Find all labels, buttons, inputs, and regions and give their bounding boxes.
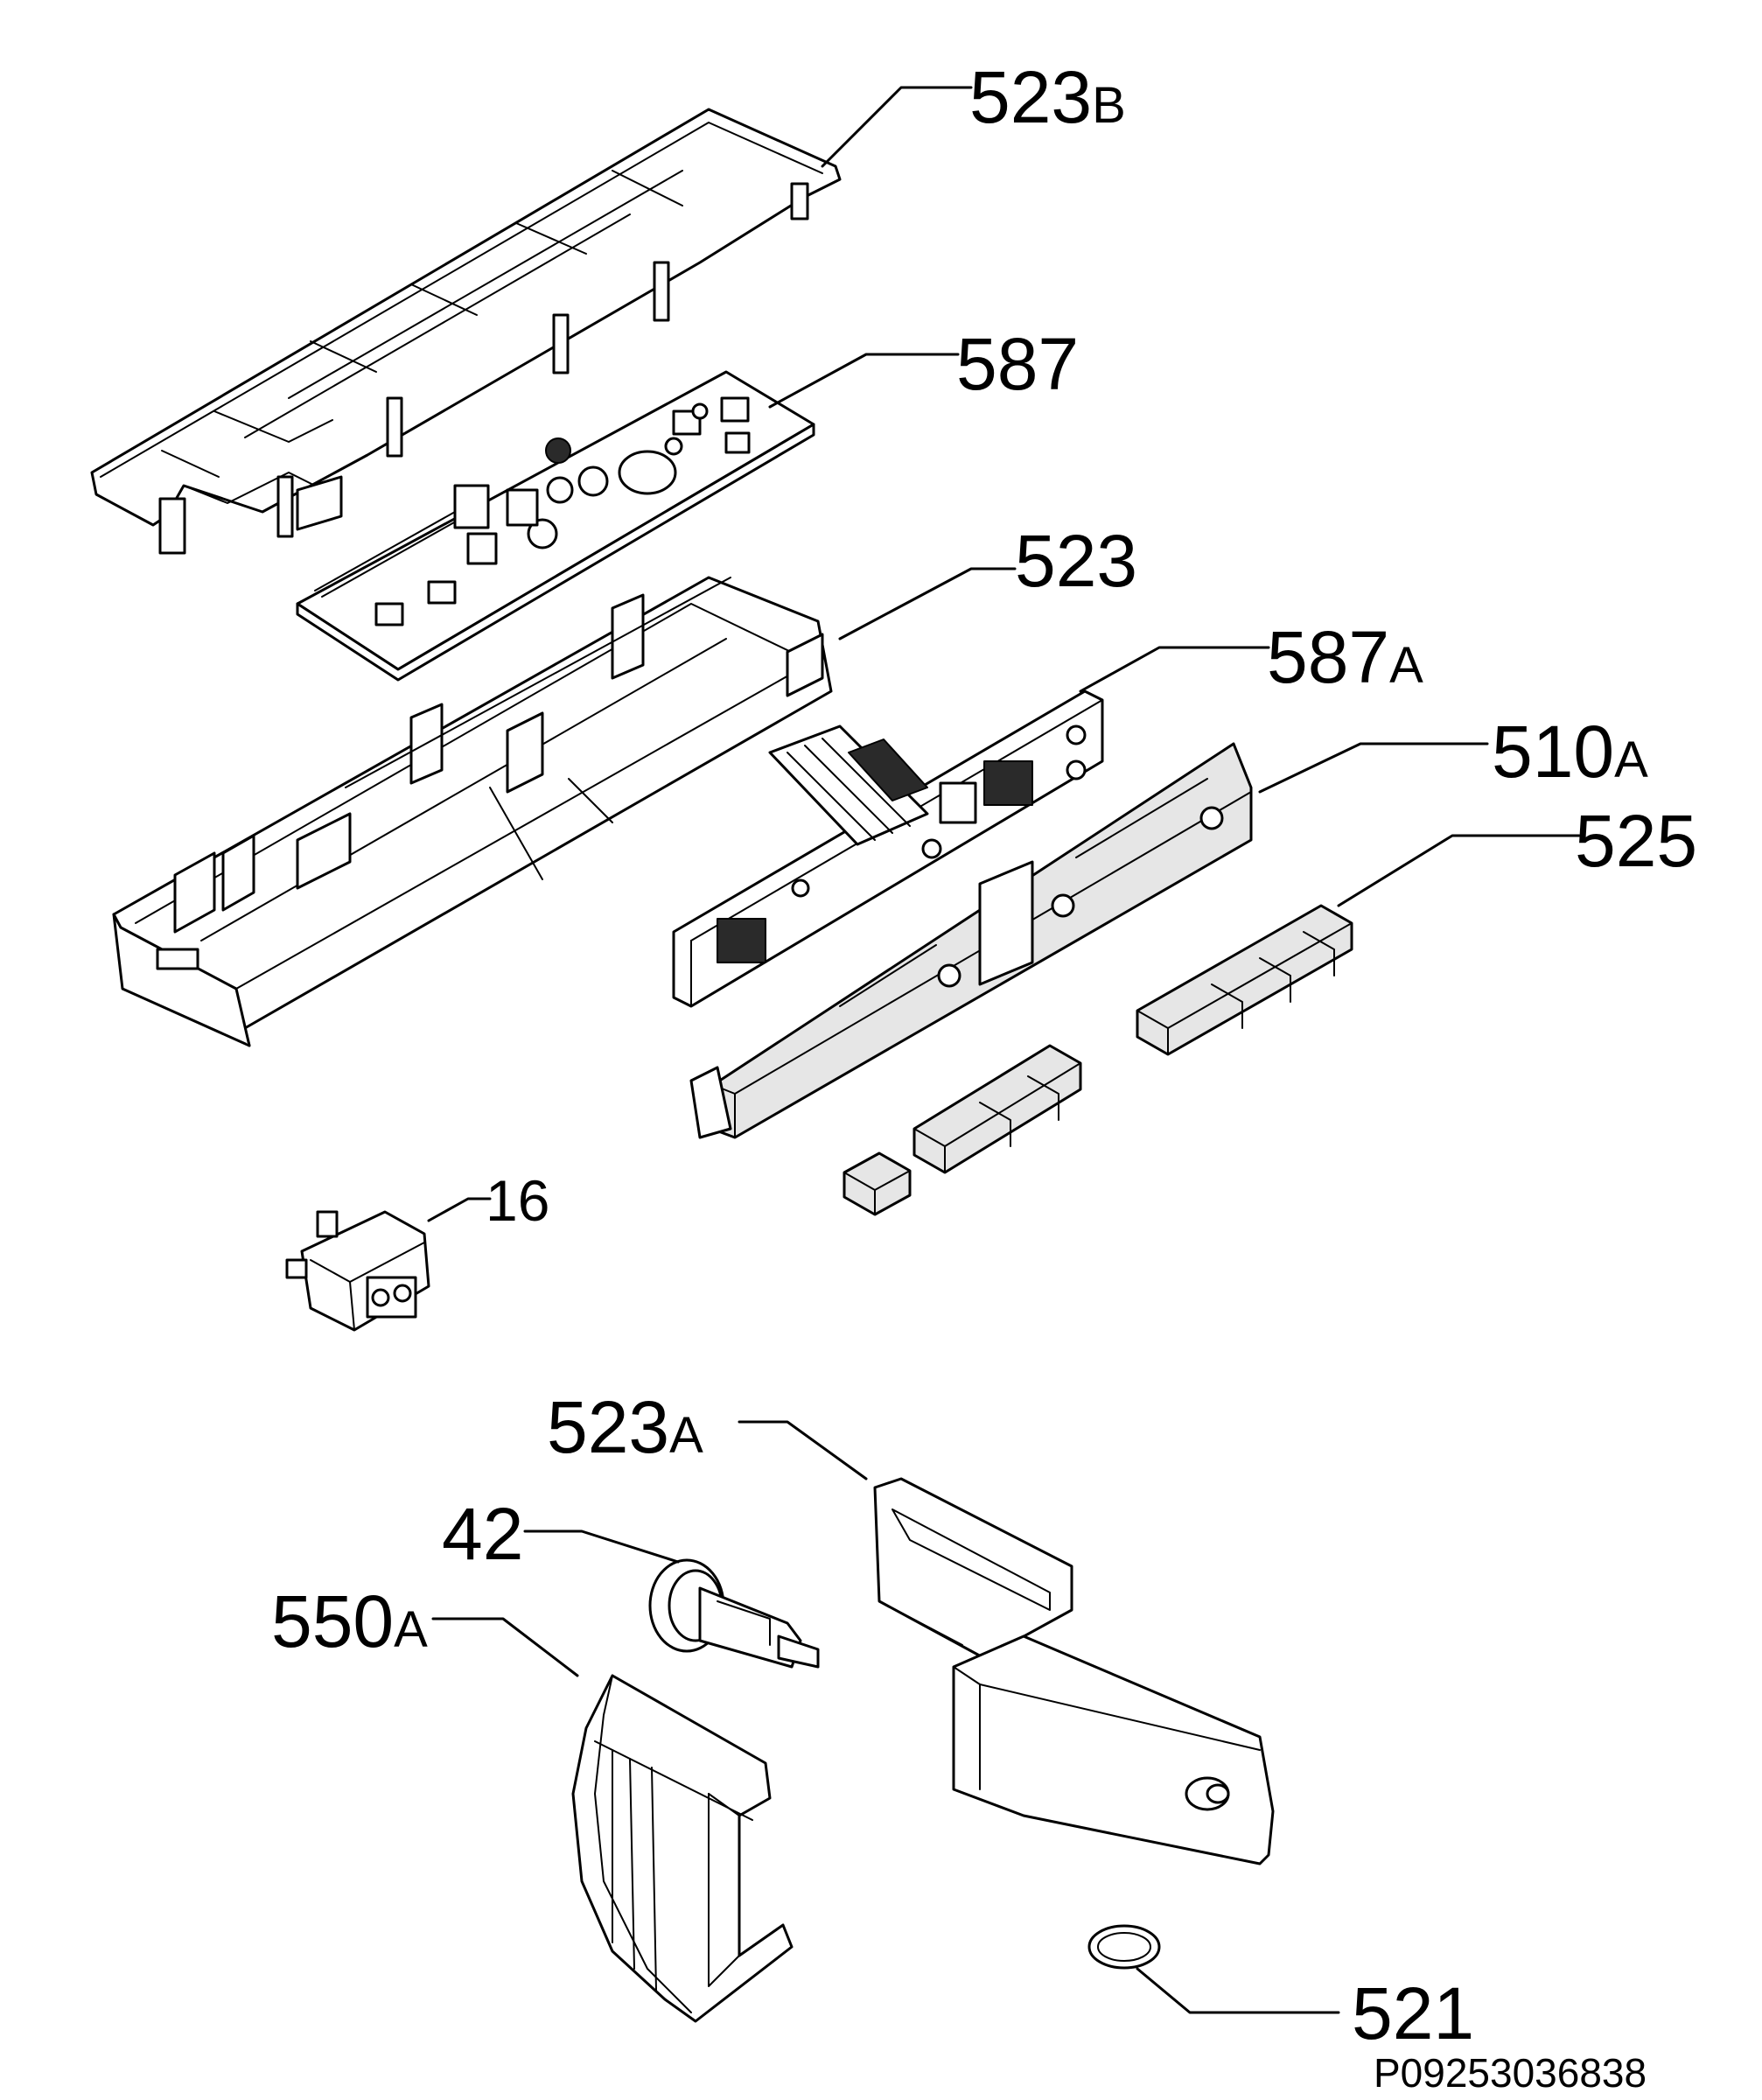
callout-550a: 550A (271, 1580, 428, 1662)
callout-523a: 523A (547, 1386, 703, 1468)
callout-521: 521 (1352, 1972, 1474, 2054)
part-525-buttons[interactable] (843, 904, 1353, 1216)
callout-16: 16 (486, 1168, 549, 1233)
part-523-housing[interactable] (112, 576, 833, 1047)
part-587-control-board[interactable] (296, 370, 815, 682)
callout-525: 525 (1575, 800, 1697, 882)
leader-lines (427, 86, 1581, 2014)
part-587a-display-board[interactable] (672, 690, 1104, 1008)
callout-523: 523 (1015, 520, 1137, 602)
part-42-lamp-holder[interactable] (648, 1558, 820, 1669)
part-550a-cover[interactable] (571, 1674, 794, 2023)
callout-42: 42 (442, 1493, 523, 1575)
callout-523b: 523B (969, 56, 1126, 138)
callout-587a: 587A (1267, 616, 1423, 698)
part-510a-button-frame[interactable] (689, 742, 1253, 1139)
callout-587: 587 (956, 323, 1079, 405)
part-16-switch[interactable] (285, 1210, 430, 1332)
callout-510a: 510A (1492, 710, 1648, 793)
part-521-ring[interactable] (1087, 1924, 1161, 1970)
diagram-reference-number: P09253036838 (1374, 2050, 1647, 2096)
part-523b-top-cover[interactable] (90, 108, 842, 555)
part-523a-side-housing[interactable] (873, 1477, 1275, 1866)
